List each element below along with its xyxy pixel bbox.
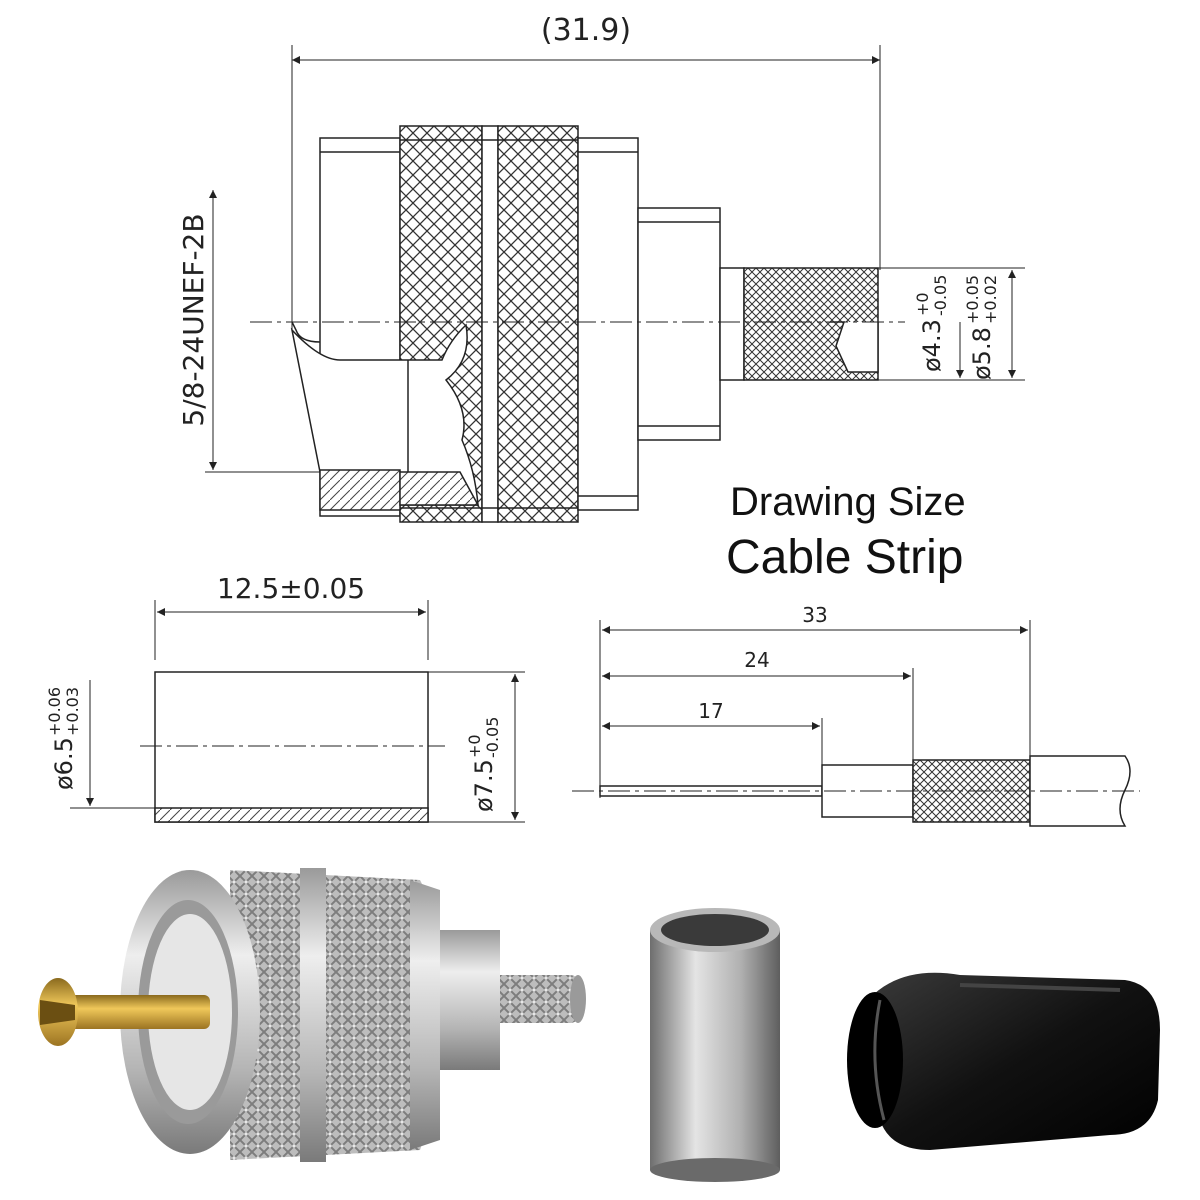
connector-inner-diameter-label: ø4.3 +0 -0.05 xyxy=(913,275,950,372)
heat-shrink-tube-photo xyxy=(847,972,1160,1150)
crimp-ferrule-photo xyxy=(650,908,780,1182)
connector-drawing xyxy=(205,45,1025,523)
strip-mid-label: 24 xyxy=(744,648,769,672)
strip-total-label: 33 xyxy=(802,603,827,627)
uhf-plug-connector-photo xyxy=(38,868,586,1162)
cable-strip-drawing xyxy=(572,620,1140,827)
svg-text:+0.02: +0.02 xyxy=(981,275,1000,324)
svg-text:ø6.5: ø6.5 xyxy=(50,737,78,790)
svg-text:-0.05: -0.05 xyxy=(931,275,950,316)
ferrule-drawing xyxy=(70,600,525,823)
svg-text:ø5.8: ø5.8 xyxy=(968,327,996,380)
svg-text:ø7.5: ø7.5 xyxy=(470,759,498,812)
svg-text:+0: +0 xyxy=(913,292,932,316)
ferrule-outer-diameter-label: ø7.5 +0 -0.05 xyxy=(465,717,502,812)
svg-text:+0.06: +0.06 xyxy=(45,687,64,736)
drawing-size-heading: Drawing Size xyxy=(730,480,966,524)
svg-text:+0.03: +0.03 xyxy=(63,687,82,736)
strip-inner-label: 17 xyxy=(698,699,723,723)
ferrule-length-label: 12.5±0.05 xyxy=(217,572,365,605)
cable-strip-heading: Cable Strip xyxy=(726,531,964,584)
svg-text:+0: +0 xyxy=(465,734,484,758)
svg-text:+0.05: +0.05 xyxy=(963,275,982,324)
connector-outer-diameter-label: ø5.8 +0.05 +0.02 xyxy=(963,275,1000,380)
ferrule-inner-diameter-label: ø6.5 +0.06 +0.03 xyxy=(45,687,82,790)
svg-text:ø4.3: ø4.3 xyxy=(918,319,946,372)
svg-text:-0.05: -0.05 xyxy=(483,717,502,758)
thread-spec-label: 5/8-24UNEF-2B xyxy=(177,213,210,426)
overall-length-label: (31.9) xyxy=(541,13,631,48)
